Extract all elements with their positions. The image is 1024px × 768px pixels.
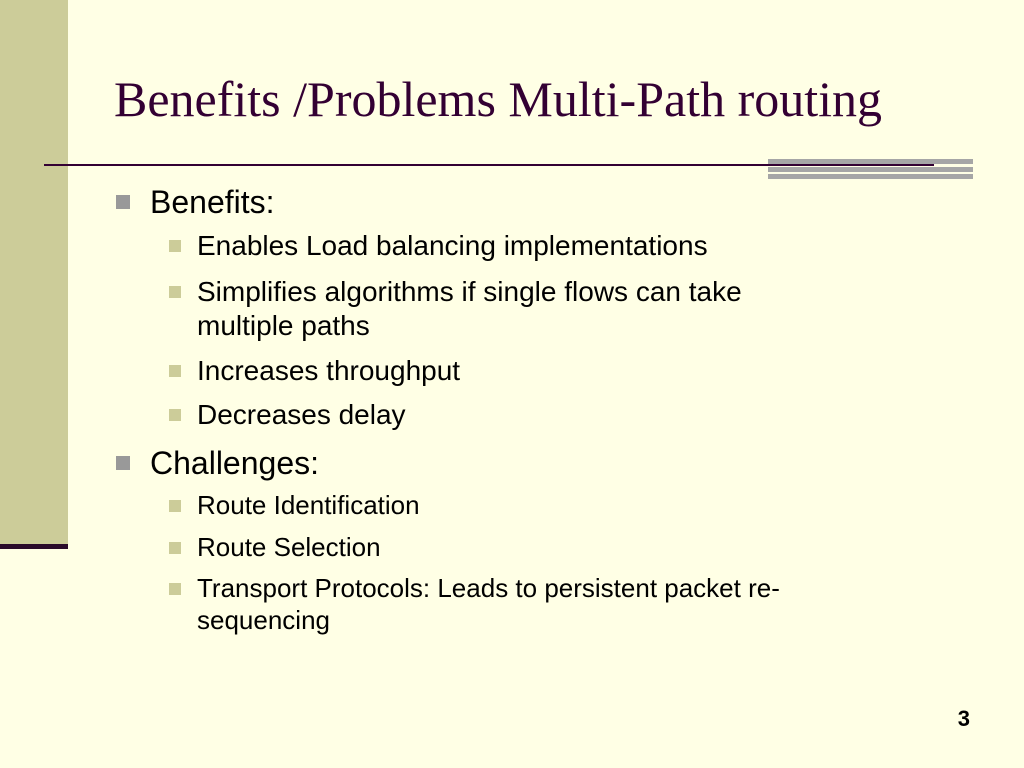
bullet-text: Enables Load balancing implementations: [197, 230, 708, 261]
square-bullet-icon: [169, 286, 181, 298]
sub-bullet-load-balancing: Enables Load balancing implementations: [169, 229, 708, 263]
sub-bullet-route-selection: Route Selection: [169, 532, 381, 562]
title-underline: [44, 164, 934, 166]
bullet-text-continuation: sequencing: [197, 605, 330, 635]
square-bullet-icon: [116, 456, 130, 470]
bullet-text: Decreases delay: [197, 399, 406, 430]
slide-title: Benefits /Problems Multi-Path routing: [114, 71, 883, 127]
square-bullet-icon: [169, 409, 181, 421]
side-decoration-bar: [0, 0, 68, 548]
sub-bullet-delay: Decreases delay: [169, 398, 406, 432]
bullet-text: Simplifies algorithms if single flows ca…: [197, 276, 742, 307]
bullet-text: Benefits:: [150, 184, 275, 220]
sub-bullet-continuation: multiple paths: [197, 309, 370, 343]
accent-bar: [768, 159, 973, 164]
page-number: 3: [957, 706, 970, 731]
accent-bar: [768, 167, 973, 172]
sub-bullet-simplifies-algorithms: Simplifies algorithms if single flows ca…: [169, 275, 742, 309]
bullet-text: Challenges:: [150, 445, 319, 481]
square-bullet-icon: [116, 195, 130, 209]
bullet-text: Increases throughput: [197, 355, 461, 386]
bullet-text-continuation: multiple paths: [197, 310, 370, 341]
sub-bullet-transport-protocols: Transport Protocols: Leads to persistent…: [169, 573, 780, 603]
bullet-text: Route Identification: [197, 490, 420, 520]
square-bullet-icon: [169, 542, 181, 554]
square-bullet-icon: [169, 240, 181, 252]
square-bullet-icon: [169, 365, 181, 377]
sub-bullet-throughput: Increases throughput: [169, 354, 461, 388]
square-bullet-icon: [169, 500, 181, 512]
side-decoration-line: [0, 544, 68, 549]
sub-bullet-route-identification: Route Identification: [169, 490, 420, 520]
bullet-text: Transport Protocols: Leads to persistent…: [197, 573, 780, 603]
bullet-text: Route Selection: [197, 532, 381, 562]
bullet-challenges: Challenges:: [116, 445, 319, 481]
square-bullet-icon: [169, 583, 181, 595]
bullet-benefits: Benefits:: [116, 184, 275, 220]
accent-bars: [768, 159, 973, 179]
sub-bullet-continuation: sequencing: [197, 605, 330, 635]
accent-bar: [768, 174, 973, 179]
